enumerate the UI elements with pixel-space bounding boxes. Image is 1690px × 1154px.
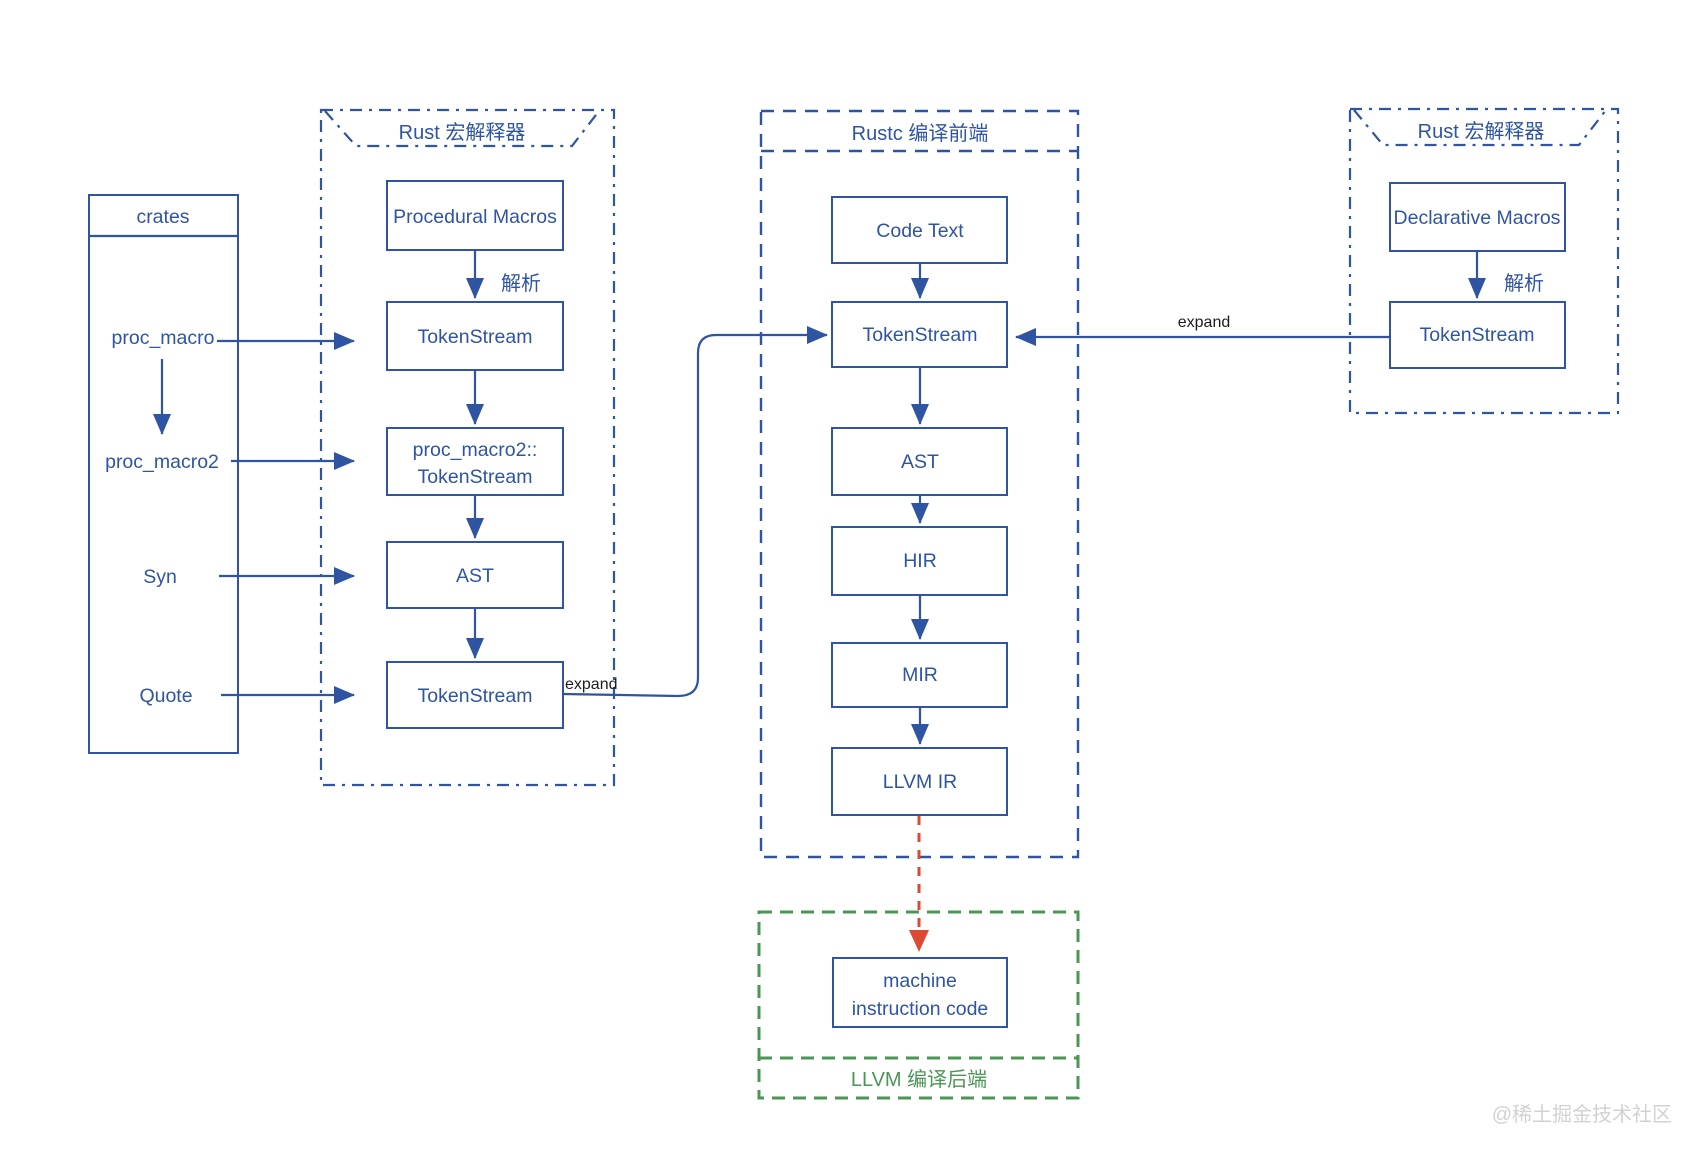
left-macro-panel: Rust 宏解释器 Procedural Macros TokenStream … — [319, 108, 618, 787]
right-parse-label: 解析 — [1504, 272, 1544, 295]
crates-item-proc-macro: proc_macro — [112, 327, 215, 349]
right-macro-panel: Rust 宏解释器 Declarative Macros TokenStream… — [1348, 107, 1620, 415]
declarative-macros-label: Declarative Macros — [1394, 207, 1561, 229]
mir-box — [831, 642, 1008, 708]
procedural-macros-label: Procedural Macros — [393, 206, 557, 228]
hir-label: HIR — [903, 550, 937, 572]
crates-item-syn: Syn — [143, 566, 177, 588]
right-macro-panel-border — [1348, 107, 1620, 415]
left-macro-panel-title-shape — [324, 110, 600, 148]
machine-instruction-label-line2: instruction code — [852, 998, 989, 1020]
rustc-panel-title: Rustc 编译前端 — [852, 122, 989, 145]
procedural-macros-box — [386, 180, 564, 251]
llvm-ir-box — [831, 747, 1008, 816]
crates-title: crates — [136, 206, 189, 228]
rustc-panel: Rustc 编译前端 Code Text TokenStream AST HIR… — [759, 109, 1080, 859]
declarative-macros-box — [1389, 182, 1566, 252]
machine-instruction-code-box — [832, 957, 1008, 1028]
llvm-ir-label: LLVM IR — [883, 771, 957, 793]
right-tokenstream-label: TokenStream — [1420, 324, 1535, 346]
left-macro-panel-title: Rust 宏解释器 — [399, 121, 526, 144]
machine-instruction-label-line1: machine — [883, 970, 957, 992]
left-tokenstream-bottom-box — [386, 661, 564, 729]
rustc-tokenstream-label: TokenStream — [863, 324, 978, 346]
left-parse-label: 解析 — [501, 272, 541, 295]
crates-panel: crates proc_macro proc_macro2 Syn Quote — [88, 194, 355, 754]
code-text-label: Code Text — [876, 220, 964, 242]
left-expand-label: expand — [565, 676, 618, 693]
left-macro-panel-border — [319, 108, 616, 787]
right-expand-label: expand — [1178, 314, 1231, 331]
crates-item-proc-macro2: proc_macro2 — [105, 451, 219, 473]
watermark: @稀土掘金技术社区 — [1492, 1103, 1672, 1126]
proc-macro2-tokenstream-label-line1: proc_macro2:: — [413, 439, 538, 461]
right-macro-panel-title-shape — [1353, 109, 1607, 147]
crates-box — [88, 194, 239, 754]
code-text-box — [831, 196, 1008, 264]
rustc-ast-label: AST — [901, 451, 939, 473]
rustc-tokenstream-box — [831, 301, 1008, 368]
llvm-panel-title: LLVM 编译后端 — [851, 1068, 987, 1091]
crates-item-quote: Quote — [139, 685, 192, 707]
llvm-panel: LLVM 编译后端 machine instruction code — [757, 910, 1080, 1100]
llvm-panel-border — [757, 910, 1080, 1100]
left-ast-label: AST — [456, 565, 494, 587]
left-tokenstream-bottom-label: TokenStream — [418, 685, 533, 707]
expand-path-left-to-rustc — [562, 326, 828, 698]
right-tokenstream-box — [1389, 301, 1566, 369]
left-tokenstream-top-box — [386, 301, 564, 371]
rustc-ast-box — [831, 427, 1008, 496]
mir-label: MIR — [902, 664, 938, 686]
proc-macro2-tokenstream-label-line2: TokenStream — [418, 466, 533, 488]
left-tokenstream-top-label: TokenStream — [418, 326, 533, 348]
right-macro-panel-title: Rust 宏解释器 — [1418, 120, 1545, 143]
